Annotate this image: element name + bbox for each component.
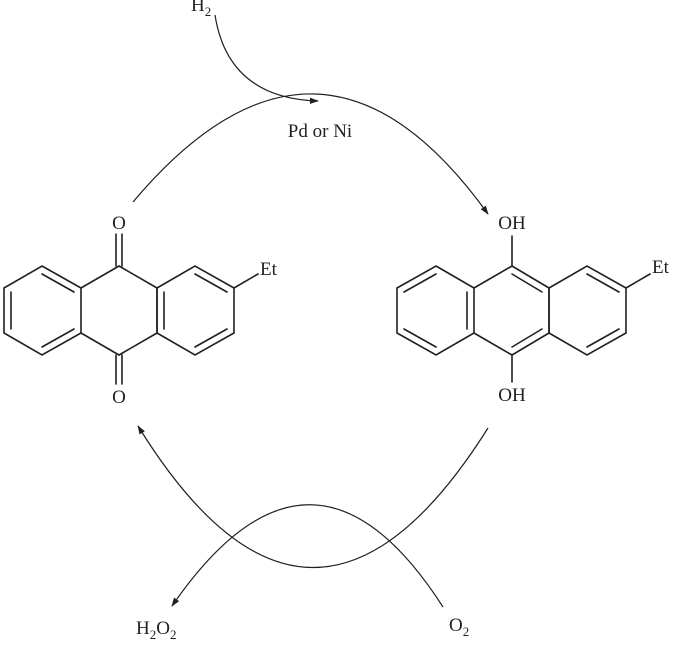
hydrogenation-arc-arrow — [132, 93, 489, 215]
hydroquinone-ethyl-label: Et — [652, 257, 670, 278]
hydrogen-label: H2 — [191, 0, 211, 19]
hydrogen-peroxide-label: H2O2 — [136, 618, 176, 642]
ethylanthrahydroquinone-structure — [396, 235, 651, 383]
hydroquinone-bottom-hydroxyl-label: OH — [498, 385, 526, 406]
quinone-bottom-oxygen-label: O — [112, 387, 126, 408]
oxygen-label: O2 — [449, 615, 469, 639]
oxidation-arc-arrow — [137, 425, 489, 569]
quinone-ethyl-label: Et — [260, 259, 278, 280]
hydroquinone-top-hydroxyl-label: OH — [498, 213, 526, 234]
ethylanthraquinone-structure — [3, 233, 259, 385]
quinone-top-oxygen-label: O — [112, 213, 126, 234]
catalyst-label: Pd or Ni — [288, 121, 352, 142]
h2-feed-arrow — [214, 14, 319, 104]
o2-h2o2-arc-arrow — [171, 504, 444, 608]
